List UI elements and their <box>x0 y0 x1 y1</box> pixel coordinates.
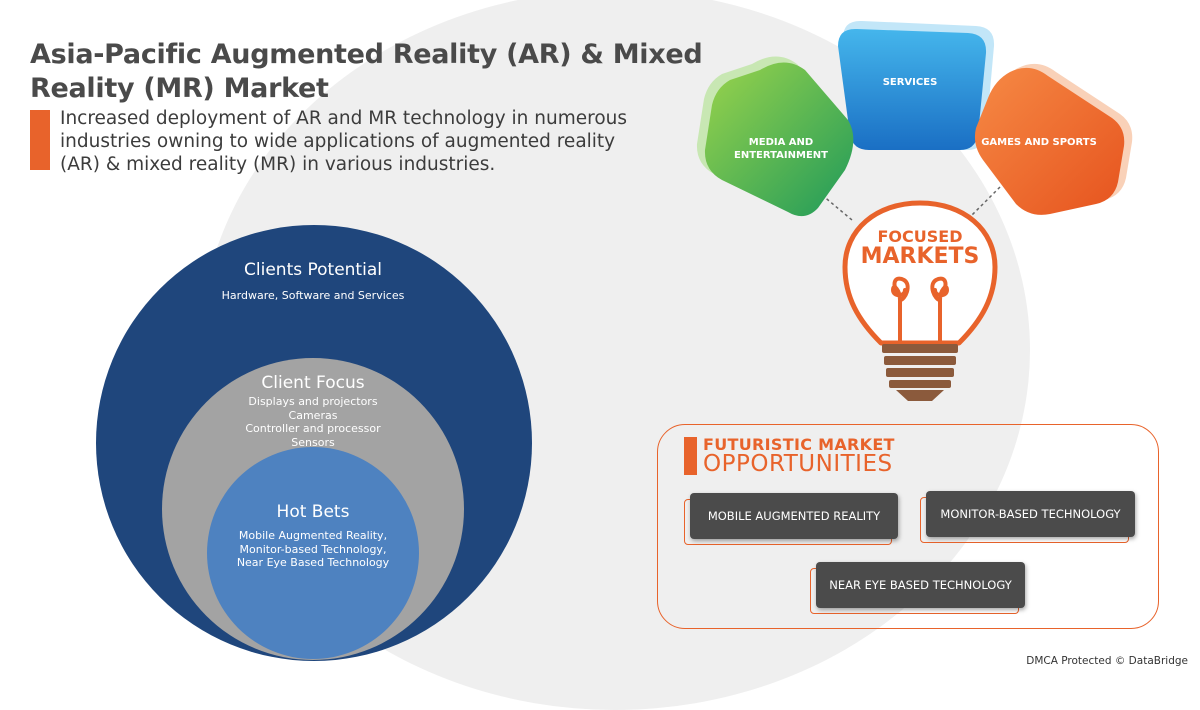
opportunity-chip: NEAR EYE BASED TECHNOLOGY <box>810 562 1025 614</box>
client-focus-item: Displays and projectors <box>248 395 378 408</box>
futuristic-opportunities-panel <box>657 424 1159 629</box>
lightbulb-icon <box>842 200 998 401</box>
connector-left <box>821 194 853 221</box>
segment-media-entertainment <box>696 56 854 217</box>
futuristic-title-line1: FUTURISTIC MARKET <box>703 435 895 454</box>
segment-services <box>838 20 995 150</box>
opportunity-chip: MONITOR-BASED TECHNOLOGY <box>920 491 1135 543</box>
futuristic-title-line2: OPPORTUNITIES <box>703 451 893 477</box>
client-focus-list: Displays and projectors Cameras Controll… <box>203 395 423 449</box>
hot-bets-item: Near Eye Based Technology <box>236 556 390 569</box>
opportunity-chip: MOBILE AUGMENTED REALITY <box>684 493 898 545</box>
hot-bets-title: Hot Bets <box>276 502 350 522</box>
client-focus-item: Cameras <box>288 408 338 422</box>
segment-media-label-line: MEDIA AND <box>748 137 814 148</box>
opportunity-chip-label: MONITOR-BASED TECHNOLOGY <box>926 491 1135 537</box>
subtitle-accent-bar <box>30 110 50 170</box>
page-title: Asia-Pacific Augmented Reality (AR) & Mi… <box>30 39 703 104</box>
hot-bets-list: Mobile Augmented Reality, Monitor-based … <box>203 529 423 570</box>
clients-potential-title: Clients Potential <box>244 260 382 280</box>
focused-markets-line2: MARKETS <box>860 244 980 269</box>
opportunity-chip-label: MOBILE AUGMENTED REALITY <box>690 493 898 539</box>
segment-games-sports <box>974 63 1133 215</box>
connector-right <box>971 186 1001 216</box>
hot-bets-item: Monitor-based Technology, <box>239 542 387 556</box>
client-focus-item: Controller and processor <box>245 422 381 435</box>
hot-bets-circle <box>207 447 419 659</box>
client-focus-title: Client Focus <box>261 373 365 393</box>
footer-credit: DMCA Protected © DataBridge <box>1026 655 1188 667</box>
clients-potential-body: Hardware, Software and Services <box>221 289 405 302</box>
page-subtitle: Increased deployment of AR and MR techno… <box>60 108 628 175</box>
segment-services-label: SERVICES <box>882 77 938 88</box>
client-focus-item: Sensors <box>291 435 335 449</box>
futuristic-accent-bar <box>684 437 697 475</box>
opportunity-chip-label: NEAR EYE BASED TECHNOLOGY <box>816 562 1025 608</box>
segment-media-label: MEDIA AND ENTERTAINMENT <box>722 137 840 162</box>
focused-markets-graphic <box>696 20 1133 401</box>
hot-bets-item: Mobile Augmented Reality, <box>238 529 388 542</box>
segment-media-label-line: ENTERTAINMENT <box>734 149 828 161</box>
focused-markets-line1: FOCUSED <box>877 227 963 246</box>
segment-games-label: GAMES AND SPORTS <box>981 137 1097 148</box>
